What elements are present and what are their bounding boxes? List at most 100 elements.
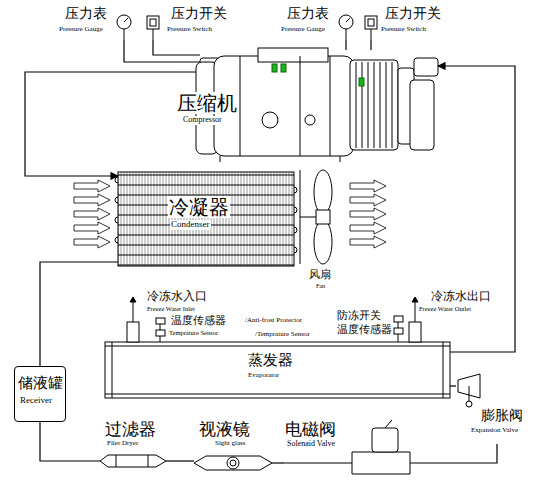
air-flow-arrow (74, 180, 110, 192)
condenser-coil (118, 172, 294, 266)
part-name: 压力开关 (170, 6, 228, 21)
part-name: 风扇 (308, 269, 332, 281)
compressor-drawing (368, 62, 369, 148)
fan-drawing (300, 170, 332, 264)
callout-label: Freeze Water Outlet (418, 305, 472, 312)
status-light (281, 64, 286, 72)
part-name-english: Sight glass (214, 440, 247, 448)
pipe-fitting (227, 457, 239, 469)
pipe-fitting (230, 460, 236, 466)
part-name: 膨胀阀 (480, 408, 524, 423)
callout-label: 防冻开关 (336, 310, 382, 322)
callout-label: 冷冻水出口 (430, 290, 492, 303)
compressor-drawing (176, 62, 200, 63)
part-name: 冷凝器 (168, 196, 230, 218)
part-name: 过滤器 (104, 420, 157, 439)
refrigerant-pipe (416, 444, 497, 463)
pipe-fitting (148, 455, 149, 467)
evaporator-shell (443, 342, 444, 398)
evaporator-shell (394, 316, 403, 322)
condenser-coil (115, 172, 297, 266)
pressure-gauge: 压力表 Pressure Gauge (58, 6, 134, 40)
pipe-fitting (385, 420, 392, 428)
pressure-switch: 压力开关Pressure Switch (362, 6, 458, 40)
callout-label: Freeze Water Inlet (146, 305, 196, 312)
pipe-fitting (100, 374, 480, 474)
evaporator-shell (127, 322, 139, 342)
fan-drawing (316, 210, 330, 224)
callout-label: Temprature Sensor (168, 329, 219, 336)
compressor-drawing (262, 112, 278, 128)
refrigerant-pipe (272, 462, 284, 463)
part-name-english: Evaporator (247, 372, 280, 380)
fan: 风扇Fan (298, 166, 346, 294)
solenoid-valve: 电磁阀Solenaid Valve (284, 418, 416, 478)
pressure-switch-symbol (368, 19, 374, 26)
filter-dryer: 过滤器Filer Dryer (100, 420, 166, 476)
part-name-english: Expansion Valve (470, 427, 519, 435)
part-name-english: Pressure Switch (166, 26, 213, 34)
part-name: 压力开关 (384, 6, 442, 21)
evaporator: 蒸发器Evaporator (105, 342, 450, 398)
sight-glass: 视液镜Sight glass (194, 420, 272, 478)
compressor-drawing (386, 62, 387, 148)
callout-label: /Temprature Sensor (254, 331, 311, 339)
air-flow-arrow (74, 208, 110, 220)
part-name-english: Compressor (182, 116, 223, 125)
fan-drawing (300, 217, 318, 218)
status-light (272, 64, 277, 72)
callout-label: 温度传感器 (170, 315, 227, 327)
evaporator-shell (105, 342, 450, 398)
compressor-drawing (330, 56, 331, 156)
status-light (272, 64, 364, 86)
part-name-english: Solenaid Valve (286, 440, 336, 449)
compressor-drawing (410, 80, 434, 150)
pipe-fitting (194, 456, 272, 470)
evaporator-shell (105, 346, 450, 347)
pressure-switch-symbol (147, 16, 159, 29)
part-name-english: Pressure Gauge (58, 26, 104, 34)
fan-drawing (314, 170, 332, 214)
condenser: 冷凝器 Condenser (118, 172, 294, 266)
refrigerant-pipe (370, 40, 371, 50)
compressor-drawing (258, 48, 328, 62)
part-name: 压力表 (64, 6, 108, 21)
evaporator-shell (112, 342, 113, 398)
refrigerant-pipe (40, 422, 100, 461)
refrigerant-pipe (450, 385, 456, 386)
compressor-drawing (305, 115, 315, 125)
refrigerant-pipe (345, 40, 346, 50)
compressor-drawing (414, 58, 438, 76)
evaporator-shell (409, 322, 421, 342)
callout-label: 温度传感器 (336, 324, 393, 336)
compressor-drawing (350, 60, 398, 150)
fan-drawing (314, 220, 332, 264)
pressure-switch-symbol (153, 29, 154, 40)
part-name-english: Receiver (19, 396, 53, 406)
pressure-gauge: 压力表Pressure Gauge (280, 6, 356, 40)
pressure-gauge-symbol (339, 15, 353, 29)
pipe-fitting (100, 455, 166, 467)
part-name: 电磁阀 (284, 420, 337, 439)
pressure-switch-symbol (365, 16, 377, 29)
refrigerant-pipe (40, 262, 118, 366)
air-flow-arrow (350, 208, 386, 220)
pipe-fitting (410, 463, 416, 464)
compressor-drawing (356, 62, 357, 148)
pipe-fitting (284, 463, 352, 464)
evaporator-shell (394, 328, 403, 334)
air-flow-arrow (350, 180, 386, 192)
evaporator-shell (105, 394, 450, 395)
refrigerant-pipe (124, 40, 176, 62)
air-flow-arrow (350, 236, 386, 248)
pipe-fitting (466, 401, 472, 407)
compressor-drawing (176, 48, 438, 162)
part-name-english: Filer Dryer (106, 440, 139, 448)
air-flow-arrow (350, 194, 386, 206)
pressure-gauge-symbol (124, 29, 125, 40)
part-name-english: Condenser (170, 220, 211, 230)
compressor-drawing (176, 55, 200, 56)
pipe-fitting (116, 455, 117, 467)
